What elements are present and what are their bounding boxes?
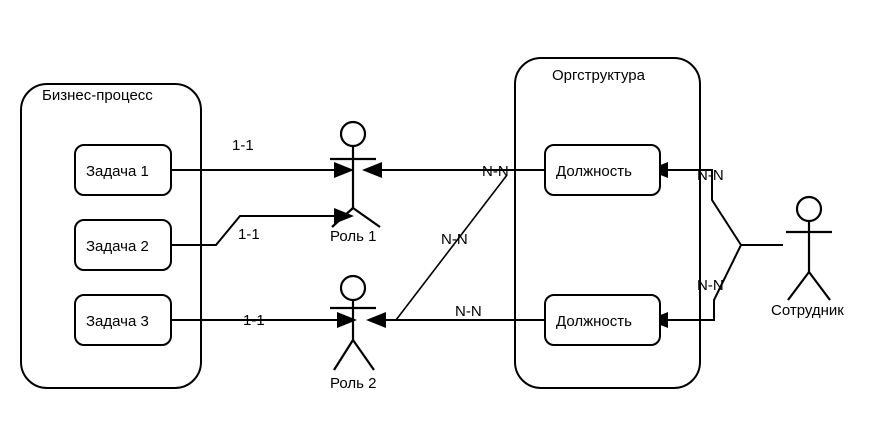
edge-employee-to-position2 [648, 244, 742, 328]
entity-task-1-box [74, 144, 172, 196]
entity-task-1-label: Задача 1 [86, 163, 149, 180]
entity-task-3-box [74, 294, 172, 346]
entity-position-1-label: Должность [556, 163, 632, 180]
entity-position-1[interactable]: Должность [544, 144, 661, 196]
edge-label-position1-role2: N-N [441, 231, 468, 248]
actor-role-1-leg-right [352, 207, 381, 228]
edge-employee-to-position1 [648, 162, 742, 246]
entity-position-2-label: Должность [556, 313, 632, 330]
edge-position1-to-role2 [395, 174, 508, 321]
entity-position-2-box [544, 294, 661, 346]
actor-employee-leg-right [808, 271, 831, 301]
actor-role-2-leg-left [333, 339, 354, 371]
actor-role-2-label: Роль 2 [330, 375, 376, 392]
actor-role-1-head [339, 120, 367, 148]
entity-position-1-box [544, 144, 661, 196]
entity-task-3[interactable]: Задача 3 [74, 294, 172, 346]
entity-task-2-label: Задача 2 [86, 238, 149, 255]
actor-employee-label: Сотрудник [771, 302, 844, 319]
entity-task-1[interactable]: Задача 1 [74, 144, 172, 196]
edge-task2-to-role1 [170, 208, 354, 246]
edge-label-task2-role1: 1-1 [238, 226, 260, 243]
actor-role-1[interactable]: Роль 1 [330, 120, 381, 245]
entity-task-2[interactable]: Задача 2 [74, 219, 172, 271]
edge-label-employee-position2: N-N [697, 277, 724, 294]
actor-employee-head [795, 195, 823, 223]
edge-label-position1-role1: N-N [482, 163, 509, 180]
container-business-process-title: Бизнес-процесс [42, 87, 153, 104]
entity-task-3-label: Задача 3 [86, 313, 149, 330]
entity-position-2[interactable]: Должность [544, 294, 661, 346]
entity-task-2-box [74, 219, 172, 271]
container-org-structure-title: Оргструктура [552, 67, 646, 84]
actor-role-1-leg-left [331, 207, 354, 228]
edge-label-task3-role2: 1-1 [243, 312, 265, 329]
actor-role-1-label: Роль 1 [330, 228, 376, 245]
actor-role-2[interactable]: Роль 2 [330, 274, 376, 392]
actor-role-2-leg-right [352, 339, 375, 371]
edge-label-task1-role1: 1-1 [232, 137, 254, 154]
actor-employee[interactable]: Сотрудник [771, 195, 844, 319]
edge-label-employee-position1: N-N [697, 167, 724, 184]
actor-employee-leg-left [787, 271, 810, 301]
actor-role-2-head [339, 274, 367, 302]
edge-label-position2-role2: N-N [455, 303, 482, 320]
